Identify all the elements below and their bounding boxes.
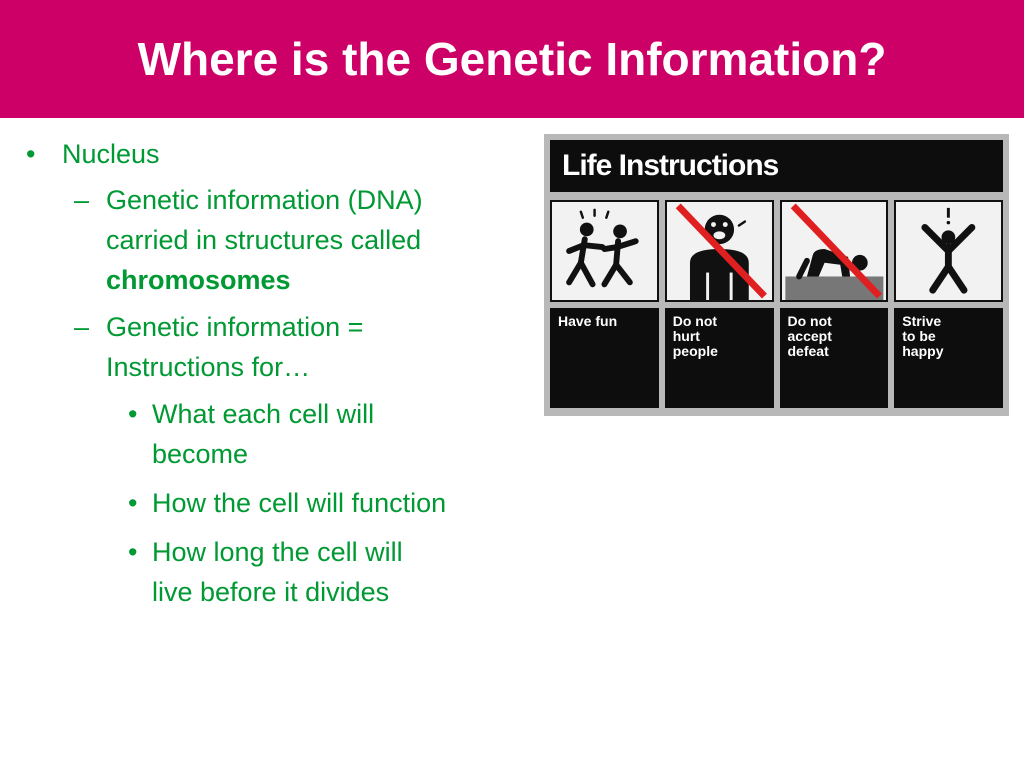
dash-marker: – — [74, 312, 90, 342]
poster-heading-bar: Life Instructions — [550, 140, 1003, 192]
bullet-list: • Nucleus – Genetic information (DNA) ca… — [26, 134, 536, 621]
caption-have-fun: Have fun — [550, 308, 659, 408]
bullet-marker: • — [128, 399, 138, 429]
title-bar: Where is the Genetic Information? — [0, 0, 1024, 118]
caption-do-not-hurt-people: Do not hurt people — [664, 308, 774, 408]
keyword-chromosomes: chromosomes — [106, 265, 291, 295]
dancing-people-icon — [550, 200, 659, 302]
bullet-marker: • — [128, 488, 138, 518]
bullet-genetic-info-dna: – Genetic information (DNA) carried in s… — [26, 180, 536, 300]
slide-title: Where is the Genetic Information? — [137, 33, 887, 85]
bullet-how-long-cell-lives: • How long the cell will live before it … — [26, 532, 536, 612]
jumping-person-icon — [894, 200, 1003, 302]
bullet-how-cell-functions: • How the cell will function — [26, 483, 536, 523]
poster-panel-strive-to-be-happy: Strive to be happy — [894, 200, 1003, 408]
life-instructions-image: Life Instructions — [544, 134, 1009, 416]
caption-do-not-accept-defeat: Do not accept defeat — [779, 308, 889, 408]
bullet-genetic-info-instructions: – Genetic information = Instructions for… — [26, 307, 536, 387]
poster-panel-do-not-accept-defeat: Do not accept defeat — [779, 200, 889, 408]
fallen-person-crossed-icon — [779, 200, 889, 302]
bullet-what-cell-becomes: • What each cell will become — [26, 394, 536, 474]
poster-panels: Have fun — [550, 200, 1003, 408]
crying-person-crossed-icon — [664, 200, 774, 302]
poster-panel-do-not-hurt: Do not hurt people — [664, 200, 774, 408]
poster-panel-have-fun: Have fun — [550, 200, 659, 408]
poster-heading: Life Instructions — [562, 149, 779, 182]
bullet-nucleus: • Nucleus — [26, 134, 536, 174]
caption-strive-to-be-happy: Strive to be happy — [894, 308, 1003, 408]
dash-marker: – — [74, 185, 90, 215]
bullet-marker: • — [128, 537, 138, 567]
bullet-marker: • — [26, 139, 36, 169]
